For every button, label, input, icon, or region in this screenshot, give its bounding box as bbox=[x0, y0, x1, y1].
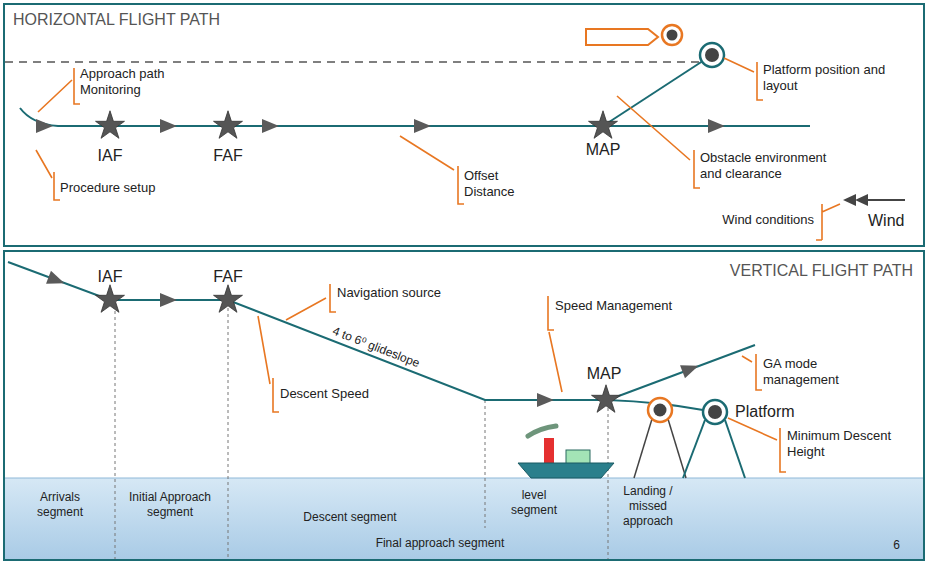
vessel-outline bbox=[586, 29, 658, 45]
callout-label: Navigation source bbox=[337, 285, 467, 301]
callout-label: GA mode management bbox=[763, 356, 863, 389]
wind-arrow bbox=[843, 194, 868, 206]
segment-label: Initial Approach segment bbox=[120, 490, 220, 520]
segment-dividers bbox=[115, 305, 608, 559]
wind-label: Wind bbox=[868, 211, 918, 231]
obstacle-platform bbox=[667, 30, 678, 41]
sea-surface bbox=[5, 478, 923, 479]
flow-arrowhead bbox=[537, 393, 554, 407]
platform-label: Platform bbox=[735, 402, 815, 422]
callout-label: Obstacle environment and clearance bbox=[700, 150, 850, 183]
flow-arrowhead bbox=[680, 359, 701, 378]
rig-leg bbox=[668, 419, 686, 478]
flow-arrowhead bbox=[160, 119, 177, 133]
waypoint-label: FAF bbox=[208, 146, 248, 166]
platform-symbol bbox=[705, 48, 719, 62]
waypoint-star bbox=[589, 111, 618, 139]
platform-symbol bbox=[708, 405, 722, 419]
flow-arrowhead bbox=[414, 119, 431, 133]
callout-label: Platform position and layout bbox=[763, 62, 893, 95]
segment-label: Arrivals segment bbox=[20, 490, 100, 520]
callout-leaders bbox=[36, 58, 840, 240]
rig-leg bbox=[634, 419, 652, 478]
platform-symbol bbox=[700, 43, 724, 67]
callout-label: Minimum Descent Height bbox=[787, 428, 907, 461]
waypoint-star bbox=[592, 385, 621, 413]
callout-label: Descent Speed bbox=[280, 386, 390, 402]
waypoint-label: FAF bbox=[208, 267, 248, 287]
flow-arrowhead bbox=[36, 119, 53, 133]
platform-symbol bbox=[703, 400, 727, 424]
waypoint-label: IAF bbox=[90, 146, 130, 166]
callout-leaders bbox=[258, 284, 786, 472]
callout-label: Offset Distance bbox=[464, 168, 534, 201]
segment-label: Landing / missed approach bbox=[613, 484, 683, 529]
segment-label: level segment bbox=[504, 488, 564, 518]
waypoint-label: MAP bbox=[581, 140, 625, 160]
page-number: 6 bbox=[880, 538, 900, 553]
obstacle-platform bbox=[648, 398, 672, 422]
waypoint-star bbox=[96, 285, 125, 313]
waypoint-star bbox=[214, 111, 243, 139]
waypoint-star bbox=[214, 285, 243, 313]
panel-title: HORIZONTAL FLIGHT PATH bbox=[13, 11, 220, 29]
platform-leg bbox=[603, 55, 712, 126]
segment-label: Descent segment bbox=[290, 510, 410, 525]
callout-label: Speed Management bbox=[555, 298, 695, 314]
flow-arrowhead bbox=[46, 271, 67, 290]
platform-leg bbox=[683, 420, 705, 478]
obstacle-platform bbox=[662, 25, 682, 45]
flow-arrowhead bbox=[708, 119, 725, 133]
sea-band bbox=[5, 478, 923, 559]
offset-track bbox=[5, 61, 700, 63]
diagram-panel: HORIZONTAL FLIGHT PATH bbox=[3, 3, 925, 247]
platform-leg bbox=[725, 420, 745, 478]
callout-label: Procedure setup bbox=[60, 180, 180, 196]
ship-illustration bbox=[518, 426, 614, 478]
panel-title: VERTICAL FLIGHT PATH bbox=[730, 262, 913, 280]
waypoint-label: MAP bbox=[582, 364, 626, 384]
vertical-profile bbox=[8, 262, 608, 400]
callout-label: Wind conditions bbox=[704, 212, 814, 228]
flow-arrowhead bbox=[160, 293, 177, 307]
flow-arrowhead bbox=[262, 119, 279, 133]
glideslope-label: 4 to 6⁰ glideslope bbox=[313, 317, 440, 378]
waypoint-label: IAF bbox=[90, 267, 130, 287]
waypoint-star bbox=[96, 111, 125, 139]
callout-label: Approach path Monitoring bbox=[80, 66, 180, 99]
obstacle-platform bbox=[654, 404, 667, 417]
go-around-path bbox=[608, 345, 755, 400]
segment-label: Final approach segment bbox=[365, 536, 515, 551]
